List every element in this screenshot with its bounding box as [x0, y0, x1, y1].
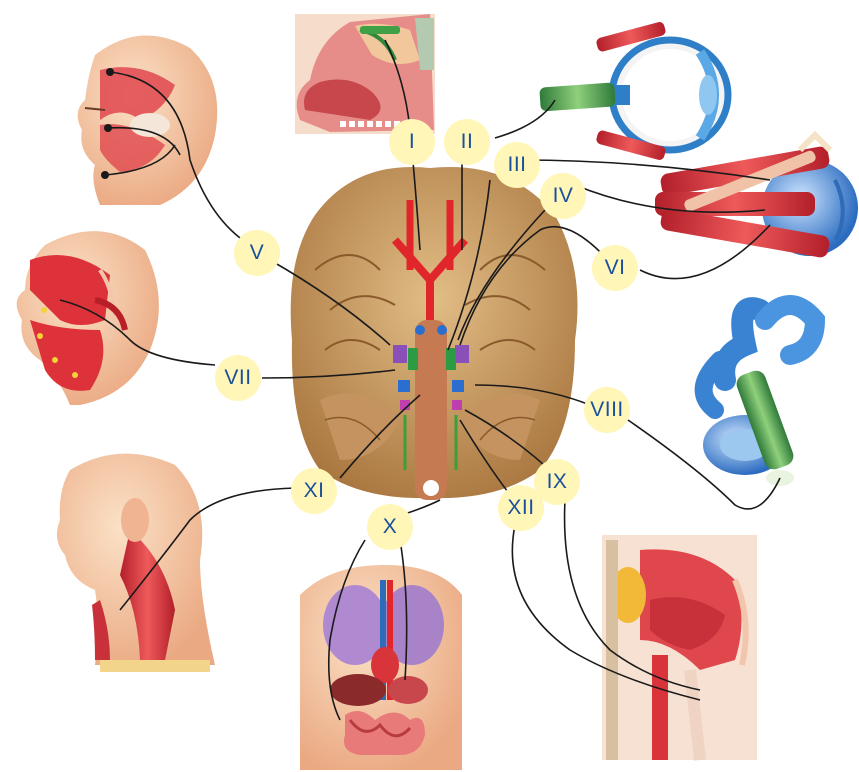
throat-illustration: [602, 535, 757, 760]
nerve-badge-xi: XI: [291, 468, 337, 514]
thoracic-abdominal-organs-illustration: [300, 565, 462, 770]
nose-illustration: [295, 14, 435, 134]
inner-ear-illustration: [703, 305, 815, 486]
nerve-badge-ii: II: [444, 119, 490, 165]
nerve-badge-i: I: [389, 119, 435, 165]
neck-muscles-illustration: [57, 454, 215, 672]
nerve-badge-vi: VI: [592, 245, 638, 291]
nerve-badge-xii: XII: [498, 485, 544, 531]
nerve-badge-viii: VIII: [584, 387, 630, 433]
nerve-badge-iv: IV: [540, 173, 586, 219]
facial-muscles-illustration: [17, 231, 159, 405]
brain-illustration: [291, 167, 578, 500]
eye-illustration: [539, 21, 728, 161]
nerve-badge-v: V: [234, 230, 280, 276]
face-sensory-illustration: [78, 36, 218, 205]
nerve-badge-vii: VII: [215, 355, 261, 401]
eye-muscles-illustration: [655, 135, 858, 259]
nerve-badge-x: X: [367, 504, 413, 550]
nerve-badge-iii: III: [494, 142, 540, 188]
